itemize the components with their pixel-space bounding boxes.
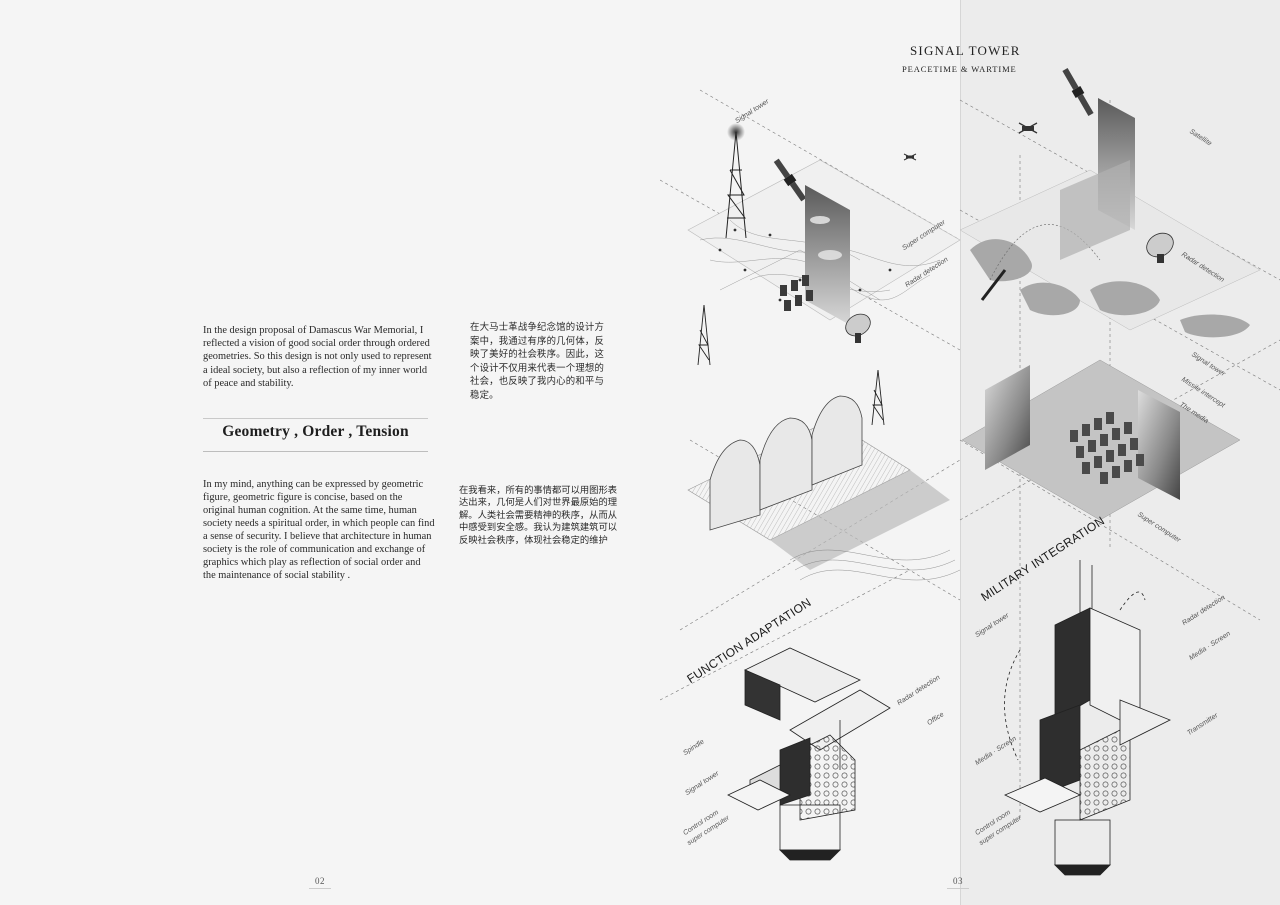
heading-divider-bottom xyxy=(203,451,428,452)
axonometric-diagram: FUNCTION ADAPTATION MILITARY INTEGRATION… xyxy=(660,60,1280,880)
page-number-left: 02 xyxy=(309,876,331,889)
sheet-title: SIGNAL TOWER xyxy=(910,43,1021,58)
heading-divider-top xyxy=(203,418,428,419)
page-number-right: 03 xyxy=(947,876,969,889)
sheet-subtitle: PEACETIME & WARTIME xyxy=(902,64,1017,74)
section-heading: Geometry , Order , Tension xyxy=(222,423,409,440)
intro-paragraph-en: In the design proposal of Damascus War M… xyxy=(203,325,432,389)
diagram-graphic xyxy=(660,67,1280,876)
body-paragraph-zh: 在我看来，所有的事情都可以用图形表达出来，几何是人们对世界最原始的理解。人类社会… xyxy=(459,485,618,546)
intro-paragraph-zh: 在大马士革战争纪念馆的设计方案中，我通过有序的几何体，反映了美好的社会秩序。因此… xyxy=(470,322,605,401)
body-paragraph-en: In my mind, anything can be expressed by… xyxy=(203,479,435,581)
left-page xyxy=(0,0,640,905)
